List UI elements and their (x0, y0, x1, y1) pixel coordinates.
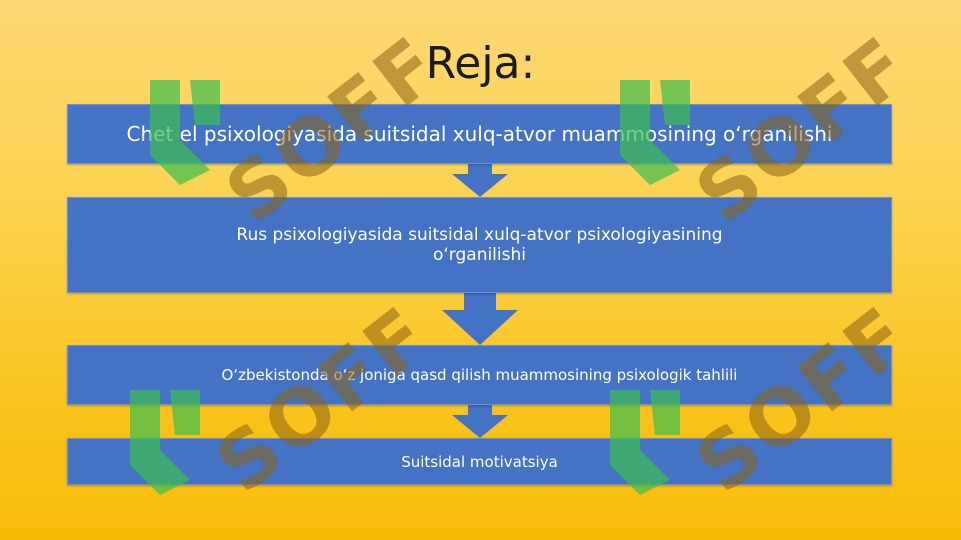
step-box-2: Rus psixologiyasida suitsidal xulq-atvor… (67, 197, 892, 293)
step-label-3: O‘zbekistonda o‘z joniga qasd qilish mua… (221, 366, 738, 384)
step-box-3: O‘zbekistonda o‘z joniga qasd qilish mua… (67, 345, 892, 405)
step-label-2: Rus psixologiyasida suitsidal xulq-atvor… (236, 224, 723, 265)
step-box-1: Chet el psixologiyasida suitsidal xulq-a… (67, 104, 892, 164)
step-label-4: Suitsidal motivatsiya (401, 452, 558, 471)
down-arrow-3 (452, 403, 508, 438)
step-box-4: Suitsidal motivatsiya (67, 438, 892, 485)
down-arrow-1 (452, 162, 508, 197)
slide-title: Reja: (425, 38, 536, 89)
down-arrow-2 (442, 292, 518, 345)
step-label-1: Chet el psixologiyasida suitsidal xulq-a… (126, 122, 833, 146)
